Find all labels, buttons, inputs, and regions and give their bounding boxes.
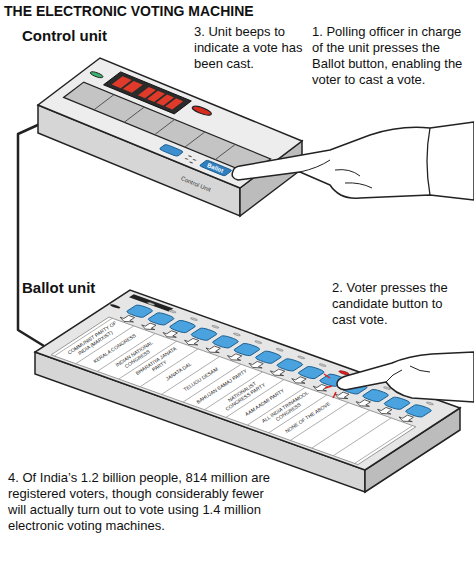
vote-lamp xyxy=(147,302,156,306)
candidate-button xyxy=(383,396,412,410)
press-mark xyxy=(324,374,336,398)
unit-label: Control unit xyxy=(22,27,107,44)
hand xyxy=(337,352,474,402)
candidate-button xyxy=(404,404,433,418)
vote-lamp xyxy=(426,402,435,406)
control-unit xyxy=(38,58,302,216)
officer-hand xyxy=(232,122,474,200)
cover-seams xyxy=(94,95,235,160)
digit xyxy=(123,81,143,93)
voter-hand xyxy=(324,352,474,402)
candidate-button xyxy=(190,327,219,341)
row-divider xyxy=(312,410,370,448)
candidate-name: ALL INDIA TRINAMOOL CONGRESS xyxy=(258,388,316,431)
speaker-hole xyxy=(184,158,189,160)
vote-lamp xyxy=(318,363,327,367)
finger-lines xyxy=(386,366,430,382)
vote-lamp xyxy=(233,333,242,337)
candidate-button xyxy=(232,343,261,357)
unit-label: Ballot unit xyxy=(22,279,95,296)
candidate-button xyxy=(211,335,240,349)
speaker-hole xyxy=(188,155,193,157)
hand xyxy=(232,122,474,200)
candidate-name: COMMUNIST PARTY OF INDIA (MARXIST) xyxy=(64,319,122,362)
candidate-button xyxy=(254,350,283,364)
candidate-button xyxy=(168,320,197,334)
vote-lamp xyxy=(190,317,199,321)
close-button xyxy=(159,144,184,157)
candidate-name: NATIONALIST CONGRESS PARTY xyxy=(215,373,273,416)
vote-lamp xyxy=(168,310,177,314)
vote-lamp xyxy=(254,340,263,344)
row-divider xyxy=(333,418,391,456)
callout-text: 4. Of India’s 1.2 billion people, 814 mi… xyxy=(8,470,280,534)
candidate-button xyxy=(361,389,390,403)
callout-text: 1. Polling officer in charge of the unit… xyxy=(312,24,470,88)
beep-light xyxy=(190,105,214,117)
cable xyxy=(18,124,44,346)
vote-lamp xyxy=(276,348,285,352)
digit xyxy=(165,98,183,109)
unit-marking: Control Unit xyxy=(180,175,212,193)
speaker-hole xyxy=(189,161,194,163)
callout-text: 2. Voter presses the candidate button to… xyxy=(332,280,470,328)
vote-lamp xyxy=(297,356,306,360)
candidate-button xyxy=(147,312,176,326)
candidate-panel xyxy=(51,317,416,465)
candidate-button xyxy=(297,366,326,380)
button-label: Ballot xyxy=(206,162,224,174)
cuff xyxy=(427,128,430,195)
finger-lines xyxy=(300,160,372,188)
cover-panel xyxy=(64,82,271,174)
row-divider xyxy=(355,426,413,464)
speaker-hole xyxy=(192,159,197,161)
vote-lamp xyxy=(211,325,220,329)
candidate-button xyxy=(275,358,304,372)
callout-text: 3. Unit beeps to indicate a vote has bee… xyxy=(194,24,306,72)
title: THE ELECTRONIC VOTING MACHINE xyxy=(4,3,254,19)
power-light xyxy=(89,71,105,79)
candidate-button xyxy=(125,304,154,318)
screw xyxy=(109,304,122,309)
ballot-button xyxy=(199,160,232,176)
